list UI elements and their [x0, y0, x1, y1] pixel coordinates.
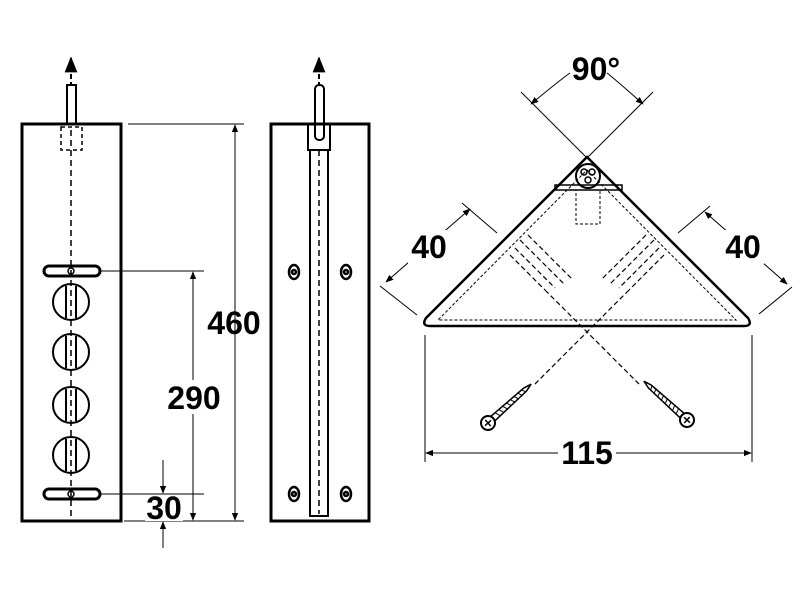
dim-40-right-label: 40	[725, 229, 761, 265]
socket-1	[52, 283, 90, 321]
socket-4	[52, 436, 90, 474]
cable-port	[575, 163, 601, 189]
dim-30-label: 30	[146, 490, 182, 526]
angle-label: 90°	[572, 51, 620, 87]
screw-right-icon	[643, 380, 695, 428]
screw-hole	[339, 263, 353, 281]
rear-view	[269, 56, 371, 523]
cable	[66, 84, 77, 125]
hidden-cable-entry	[60, 126, 83, 151]
cable-clamp	[307, 123, 331, 151]
dim-40-left-label: 40	[411, 229, 447, 265]
rear-housing	[269, 122, 371, 523]
front-housing	[20, 122, 123, 523]
dim-460	[124, 123, 244, 522]
screw-hole	[287, 485, 301, 503]
triangle-housing	[422, 155, 752, 328]
mount-slot-top	[42, 264, 102, 278]
screw-hole	[339, 485, 353, 503]
top-view: 90° 40 40 115	[379, 51, 793, 471]
dim-115-label: 115	[561, 435, 613, 471]
dim-460-label: 460	[207, 305, 260, 341]
socket-2	[52, 333, 90, 371]
screw-hole	[287, 263, 301, 281]
socket-3	[52, 386, 90, 424]
mount-slot-bottom	[42, 487, 102, 501]
hidden-contacts	[509, 234, 665, 386]
front-view: 460 290 30	[20, 56, 261, 548]
dim-290-label: 290	[167, 380, 220, 416]
screw-left-icon	[480, 383, 532, 431]
angle-90	[520, 72, 654, 159]
cable	[314, 84, 325, 141]
